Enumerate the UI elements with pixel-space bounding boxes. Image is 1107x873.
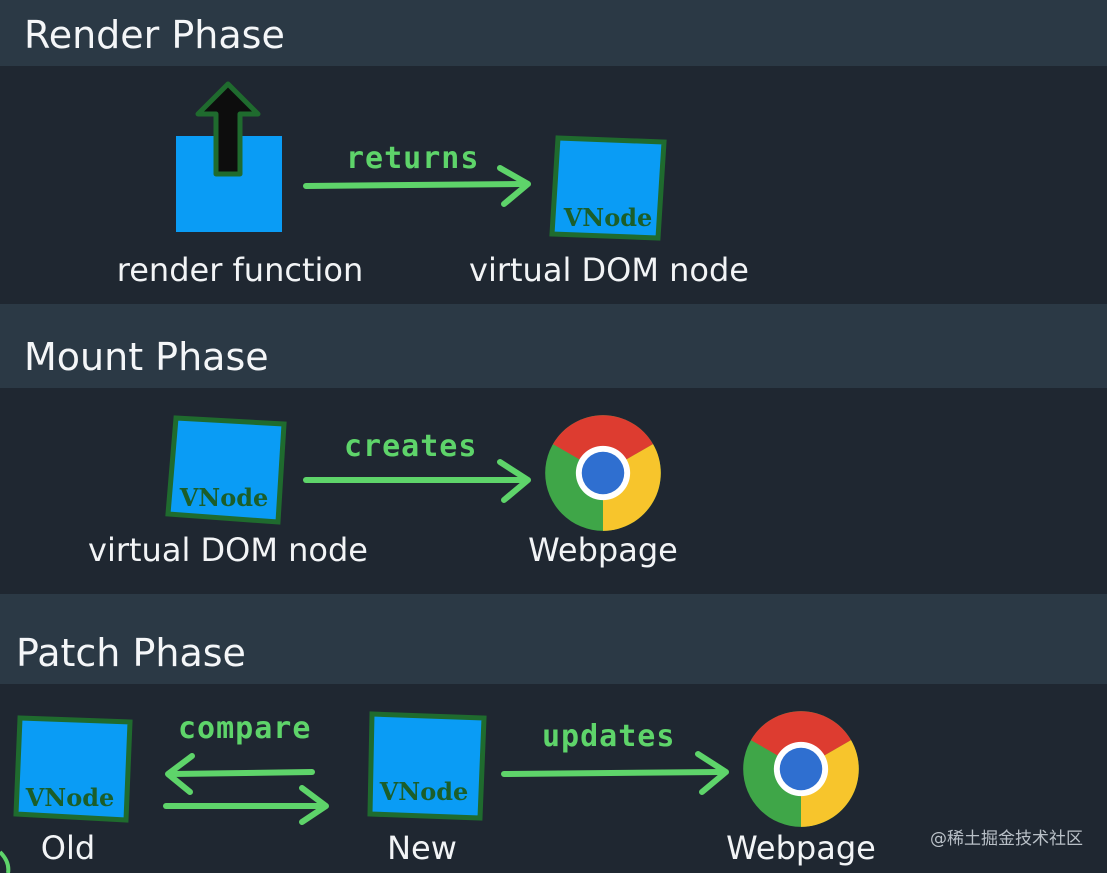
vnode-box-old: VNode	[13, 715, 133, 823]
watermark: @稀土掘金技术社区	[930, 829, 1083, 849]
patch-phase-header: Patch Phase	[0, 594, 1107, 684]
render-target-label: virtual DOM node	[469, 251, 749, 289]
mount-target-label: Webpage	[528, 531, 678, 569]
vnode-box-new-text: VNode	[379, 777, 469, 806]
vnode-box-mount: VNode	[165, 415, 287, 525]
patch-target-label: Webpage	[726, 829, 876, 867]
vnode-box-old-text: VNode	[25, 783, 115, 812]
vnode-box-mount-text: VNode	[179, 483, 269, 512]
render-function-box	[176, 81, 282, 232]
mount-phase-title: Mount Phase	[24, 335, 269, 379]
render-function-label: render function	[116, 251, 364, 289]
creates-label: creates	[344, 429, 478, 464]
mount-phase-header: Mount Phase	[0, 304, 1107, 388]
new-label: New	[387, 829, 457, 867]
patch-phase-title: Patch Phase	[16, 631, 246, 675]
old-label: Old	[40, 829, 96, 867]
updates-arrow	[501, 751, 729, 795]
returns-label: returns	[346, 141, 480, 176]
render-phase-header: Render Phase	[0, 0, 1107, 66]
vnode-box-render-text: VNode	[563, 203, 653, 232]
vnode-box-new: VNode	[367, 711, 487, 821]
mount-source-label: virtual DOM node	[88, 531, 368, 569]
creates-arrow	[303, 459, 531, 503]
returns-arrow	[303, 165, 531, 207]
compare-label: compare	[178, 711, 312, 746]
compare-arrows	[163, 753, 329, 825]
up-arrow-icon	[195, 81, 261, 177]
render-phase-title: Render Phase	[24, 13, 285, 57]
vnode-box-render: VNode	[549, 135, 667, 241]
chrome-icon	[743, 711, 859, 827]
updates-label: updates	[542, 719, 676, 754]
chrome-icon	[545, 415, 661, 531]
corner-accent	[0, 850, 11, 873]
patch-phase-band	[0, 684, 1107, 873]
